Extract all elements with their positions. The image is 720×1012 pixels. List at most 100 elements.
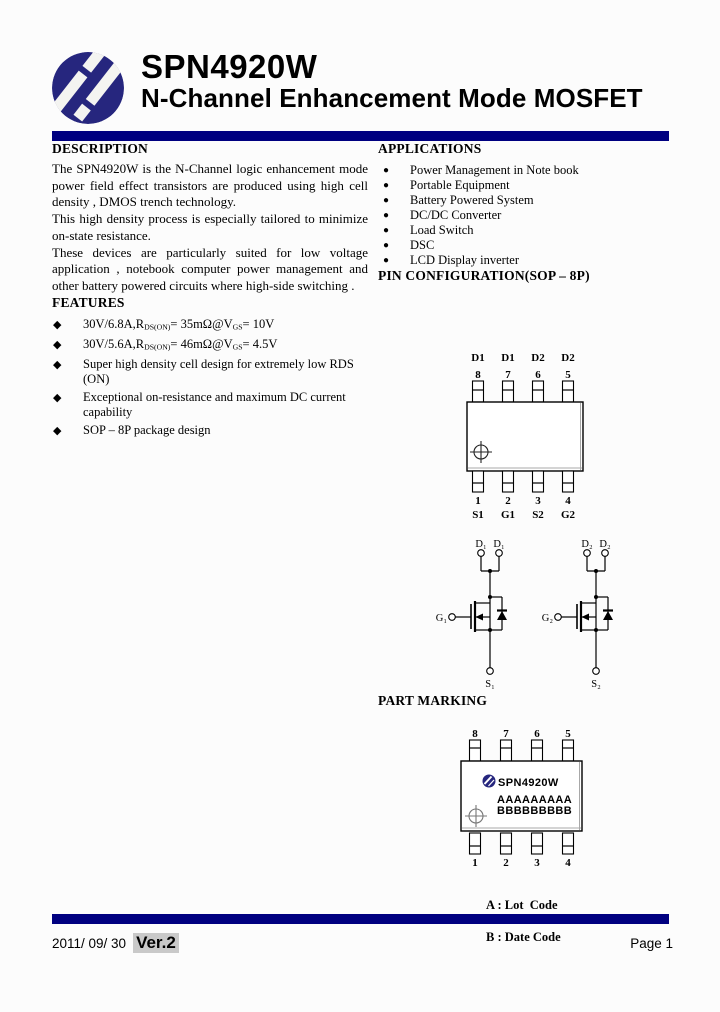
pin-top-label: D1 — [471, 352, 484, 364]
feature-text: Super high density cell design for extre… — [83, 357, 354, 387]
schematic-source-label: S₂ — [591, 679, 601, 690]
feature-item: ◆SOP – 8P package design — [52, 423, 368, 438]
feature-item: ◆ 30V/6.8A,RDS(ON)= 35mΩ@VGS= 10V — [52, 317, 368, 334]
description-paragraph: This high density process is especially … — [52, 211, 368, 243]
schematic-gate-label: G₁ — [436, 613, 447, 624]
application-text: Portable Equipment — [410, 178, 510, 192]
schematic-source-label: S₁ — [485, 679, 495, 690]
applications-heading: APPLICATIONS — [378, 141, 482, 156]
pin-bottom-label: G2 — [561, 509, 576, 521]
round-bullet-icon: ● — [383, 225, 390, 236]
footer-date: 2011/ 09/ 30 — [52, 936, 127, 951]
round-bullet-icon: ● — [383, 240, 390, 251]
lot-code-legend: A : Lot Code — [486, 898, 558, 912]
header-titles: SPN4920W N-Channel Enhancement Mode MOSF… — [141, 49, 643, 112]
pin-number: 4 — [565, 857, 571, 869]
diamond-bullet-icon: ◆ — [53, 318, 62, 331]
pin-number: 7 — [503, 728, 509, 740]
feature-text: 30V/6.8A,RDS(ON)= 35mΩ@VGS= 10V — [83, 316, 275, 332]
marking-legend: A : Lot Code B : Date Code — [486, 879, 561, 963]
divider-top — [52, 131, 669, 141]
pin-top-label: D2 — [561, 352, 575, 364]
diamond-bullet-icon: ◆ — [53, 339, 62, 352]
divider-bottom — [52, 914, 669, 924]
description-paragraph: These devices are particularly suited fo… — [52, 244, 368, 293]
company-logo-icon — [52, 52, 124, 124]
schematic-gate-label: G₂ — [542, 613, 554, 624]
round-bullet-icon: ● — [383, 165, 390, 176]
application-text: DSC — [410, 238, 435, 252]
pin-number: 6 — [535, 369, 541, 381]
description-paragraph: The SPN4920W is the N-Channel logic enha… — [52, 161, 368, 210]
schematic-drain-label: D₂ — [599, 539, 611, 550]
marking-logo-icon — [482, 774, 496, 788]
pin-top-label: D2 — [531, 352, 545, 364]
pin-bottom-label: G1 — [501, 509, 515, 521]
pin-number: 6 — [534, 728, 540, 740]
footer-page-number: Page 1 — [630, 936, 673, 951]
description-heading: DESCRIPTION — [52, 141, 148, 156]
round-bullet-icon: ● — [383, 180, 390, 191]
pin-number: 2 — [503, 857, 509, 869]
diamond-bullet-icon: ◆ — [53, 425, 62, 438]
body-diode-icon — [603, 611, 613, 620]
feature-item: ◆ Super high density cell design for extr… — [52, 357, 368, 387]
round-bullet-icon: ● — [383, 195, 390, 206]
feature-text: 30V/5.6A,RDS(ON)= 46mΩ@VGS= 4.5V — [83, 337, 278, 352]
application-item: ● Load Switch — [378, 223, 674, 238]
application-text: Load Switch — [410, 223, 474, 237]
round-bullet-icon: ● — [383, 255, 390, 266]
footer: 2011/ 09/ 30 Ver.2 Page 1 — [52, 933, 673, 953]
part-marking-heading: PART MARKING — [378, 693, 488, 708]
body-diode-icon — [497, 611, 507, 620]
marking-date-code-row: BBBBBBBBB — [497, 805, 572, 817]
pin-number: 1 — [475, 495, 481, 507]
diamond-bullet-icon: ◆ — [53, 359, 62, 372]
application-item: ● LCD Display inverter — [378, 253, 674, 268]
transistor-q2-symbol: D₂ D₂ G₂ S₂ — [542, 539, 613, 690]
application-item: ● DSC — [378, 238, 674, 253]
pin-bottom-label: S2 — [532, 509, 544, 521]
feature-text: Exceptional on-resistance and maximum DC… — [83, 390, 346, 420]
pin-number: 8 — [475, 369, 481, 381]
pin-configuration-heading: PIN CONFIGURATION(SOP – 8P) — [378, 268, 590, 283]
pin-number: 1 — [472, 857, 478, 869]
schematic-drain-label: D₂ — [581, 539, 593, 550]
part-marking-diagram: 8 7 6 5 SPN4920W AAAAAAAAA BBBBBBBBB 1 2… — [460, 728, 583, 869]
pin-number: 8 — [472, 728, 478, 740]
features-list: ◆ 30V/6.8A,RDS(ON)= 35mΩ@VGS= 10V ◆ 30V/5.… — [52, 317, 368, 439]
round-bullet-icon: ● — [383, 210, 390, 221]
pin-number: 7 — [505, 369, 511, 381]
marking-part-number: SPN4920W — [498, 777, 559, 789]
pin-number: 5 — [565, 728, 571, 740]
pin-bottom-label: S1 — [472, 509, 484, 521]
pin-number: 3 — [534, 857, 540, 869]
right-column: APPLICATIONS ● Power Management in Note b… — [378, 141, 674, 284]
pin1-marker-icon — [465, 805, 487, 827]
pin-number: 5 — [565, 369, 571, 381]
application-item: ● Power Management in Note book — [378, 163, 674, 178]
diamond-bullet-icon: ◆ — [53, 392, 62, 405]
pin-number: 2 — [505, 495, 511, 507]
pin1-marker-icon — [470, 441, 492, 463]
feature-item: ◆ 30V/5.6A,RDS(ON)= 46mΩ@VGS= 4.5V — [52, 337, 368, 354]
left-column: DESCRIPTION The SPN4920W is the N-Channe… — [52, 141, 368, 438]
application-text: LCD Display inverter — [410, 253, 520, 267]
application-text: DC/DC Converter — [410, 208, 502, 222]
pin-number: 3 — [535, 495, 541, 507]
pin-configuration-diagram: D1 D1 D2 D2 8 7 6 5 1 2 3 4 S1 G1 S2 G2 — [466, 352, 584, 521]
page-title: SPN4920W — [141, 48, 318, 85]
date-code-legend: B : Date Code — [486, 929, 561, 944]
features-heading: FEATURES — [52, 294, 125, 310]
transistor-q1-symbol: D₁ D₁ G₁ S₁ — [436, 539, 507, 690]
application-text: Battery Powered System — [410, 193, 534, 207]
footer-version-badge: Ver.2 — [133, 933, 179, 953]
mosfet-schematic: D₁ D₁ G₁ S₁ D₂ — [436, 539, 613, 690]
applications-list: ● Power Management in Note book ● Portable… — [378, 163, 674, 268]
pin-number: 4 — [565, 495, 571, 507]
schematic-drain-label: D₁ — [475, 539, 486, 550]
application-text: Power Management in Note book — [410, 163, 579, 177]
pin-top-label: D1 — [501, 352, 514, 364]
page-subtitle: N-Channel Enhancement Mode MOSFET — [141, 83, 643, 113]
